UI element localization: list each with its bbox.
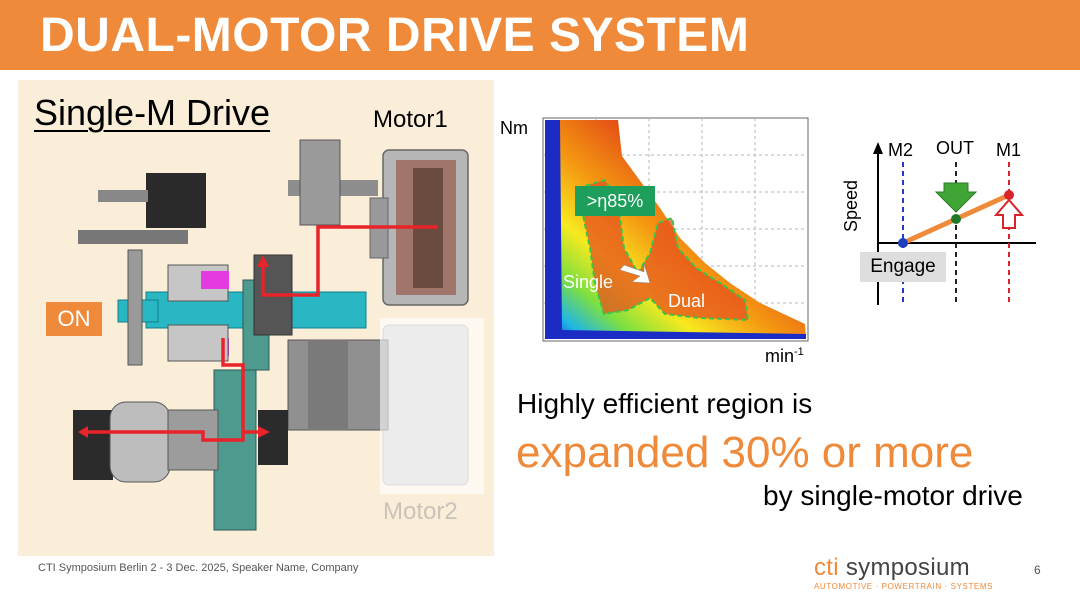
slide-title: DUAL-MOTOR DRIVE SYSTEM: [40, 9, 750, 62]
logo-word: symposium: [838, 554, 970, 581]
speed-axis-title: Speed: [841, 179, 861, 232]
title-bar: DUAL-MOTOR DRIVE SYSTEM: [0, 0, 1080, 70]
torque-axis-label: Nm: [500, 118, 528, 138]
motor2-ghost-overlay: [380, 318, 484, 494]
single-m-drive-heading: Single-M Drive: [34, 92, 271, 133]
drive-schematic-panel: Single-M Drive Motor1 Motor2 ON: [18, 80, 494, 556]
engage-label: Engage: [860, 252, 946, 282]
message-line-3: by single-motor drive: [763, 480, 1023, 511]
message-highlight: expanded 30% or more: [516, 428, 974, 477]
out-label: OUT: [936, 138, 974, 158]
single-to-dual-arrow: [619, 263, 651, 284]
m1-label: M1: [996, 140, 1022, 160]
cti-symposium-logo: cti symposium: [814, 554, 970, 582]
message-line-1: Highly efficient region is: [517, 388, 813, 419]
m2-point: [898, 238, 908, 248]
motor1-label: Motor1: [373, 106, 448, 133]
logo-prefix: cti: [814, 554, 839, 581]
m1-point: [1004, 190, 1014, 200]
speed-axis-label: min-1: [765, 346, 804, 367]
motor2-label: Motor2: [383, 498, 458, 525]
m2-label: M2: [888, 140, 914, 160]
on-badge: ON: [46, 302, 102, 336]
speed-unit-text: min: [765, 346, 795, 366]
dual-region-label: Dual: [668, 291, 706, 311]
efficiency-map: [542, 117, 809, 342]
speed-unit-exponent: -1: [794, 346, 804, 358]
efficiency-threshold-label: >η85%: [575, 186, 655, 216]
out-down-arrow-icon: [934, 182, 978, 213]
speed-axis-arrowhead: [873, 142, 883, 154]
high-efficiency-region: [576, 178, 750, 322]
page-number: 6: [1034, 563, 1041, 577]
m1-up-arrow-icon: [993, 198, 1025, 229]
out-point: [951, 214, 961, 224]
single-region-label: Single: [563, 272, 614, 292]
logo-tagline: AUTOMOTIVE · POWERTRAIN · SYSTEMS: [814, 582, 994, 591]
footer-event-text: CTI Symposium Berlin 2 - 3 Dec. 2025, Sp…: [38, 562, 359, 574]
